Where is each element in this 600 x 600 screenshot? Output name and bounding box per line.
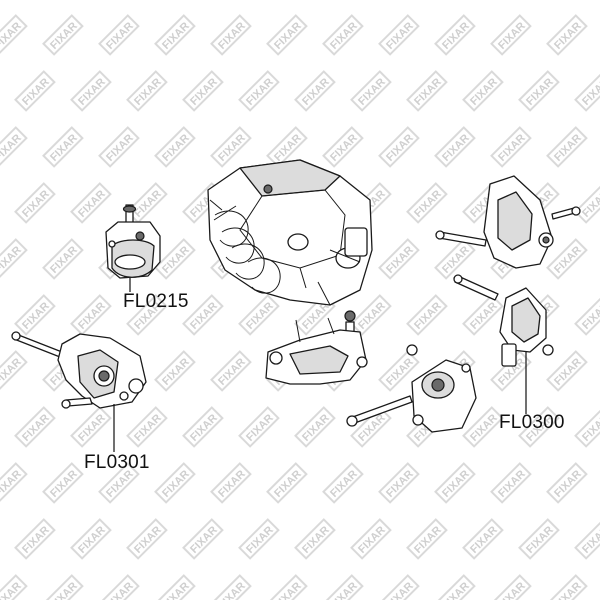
- lower-right-bracket: [346, 344, 477, 433]
- callout-fl0300: FL0300: [499, 412, 565, 433]
- mount-fl0301: [11, 331, 147, 409]
- mount-fl0215: [105, 204, 161, 279]
- lower-bracket: [265, 310, 368, 385]
- watermark-logo: FIXAR: [0, 574, 28, 600]
- mount-fl0300: [453, 274, 554, 367]
- engine-block: [207, 159, 373, 306]
- callout-fl0301: FL0301: [84, 452, 150, 473]
- callout-fl0215: FL0215: [123, 291, 189, 312]
- upper-right-mount: [435, 175, 581, 269]
